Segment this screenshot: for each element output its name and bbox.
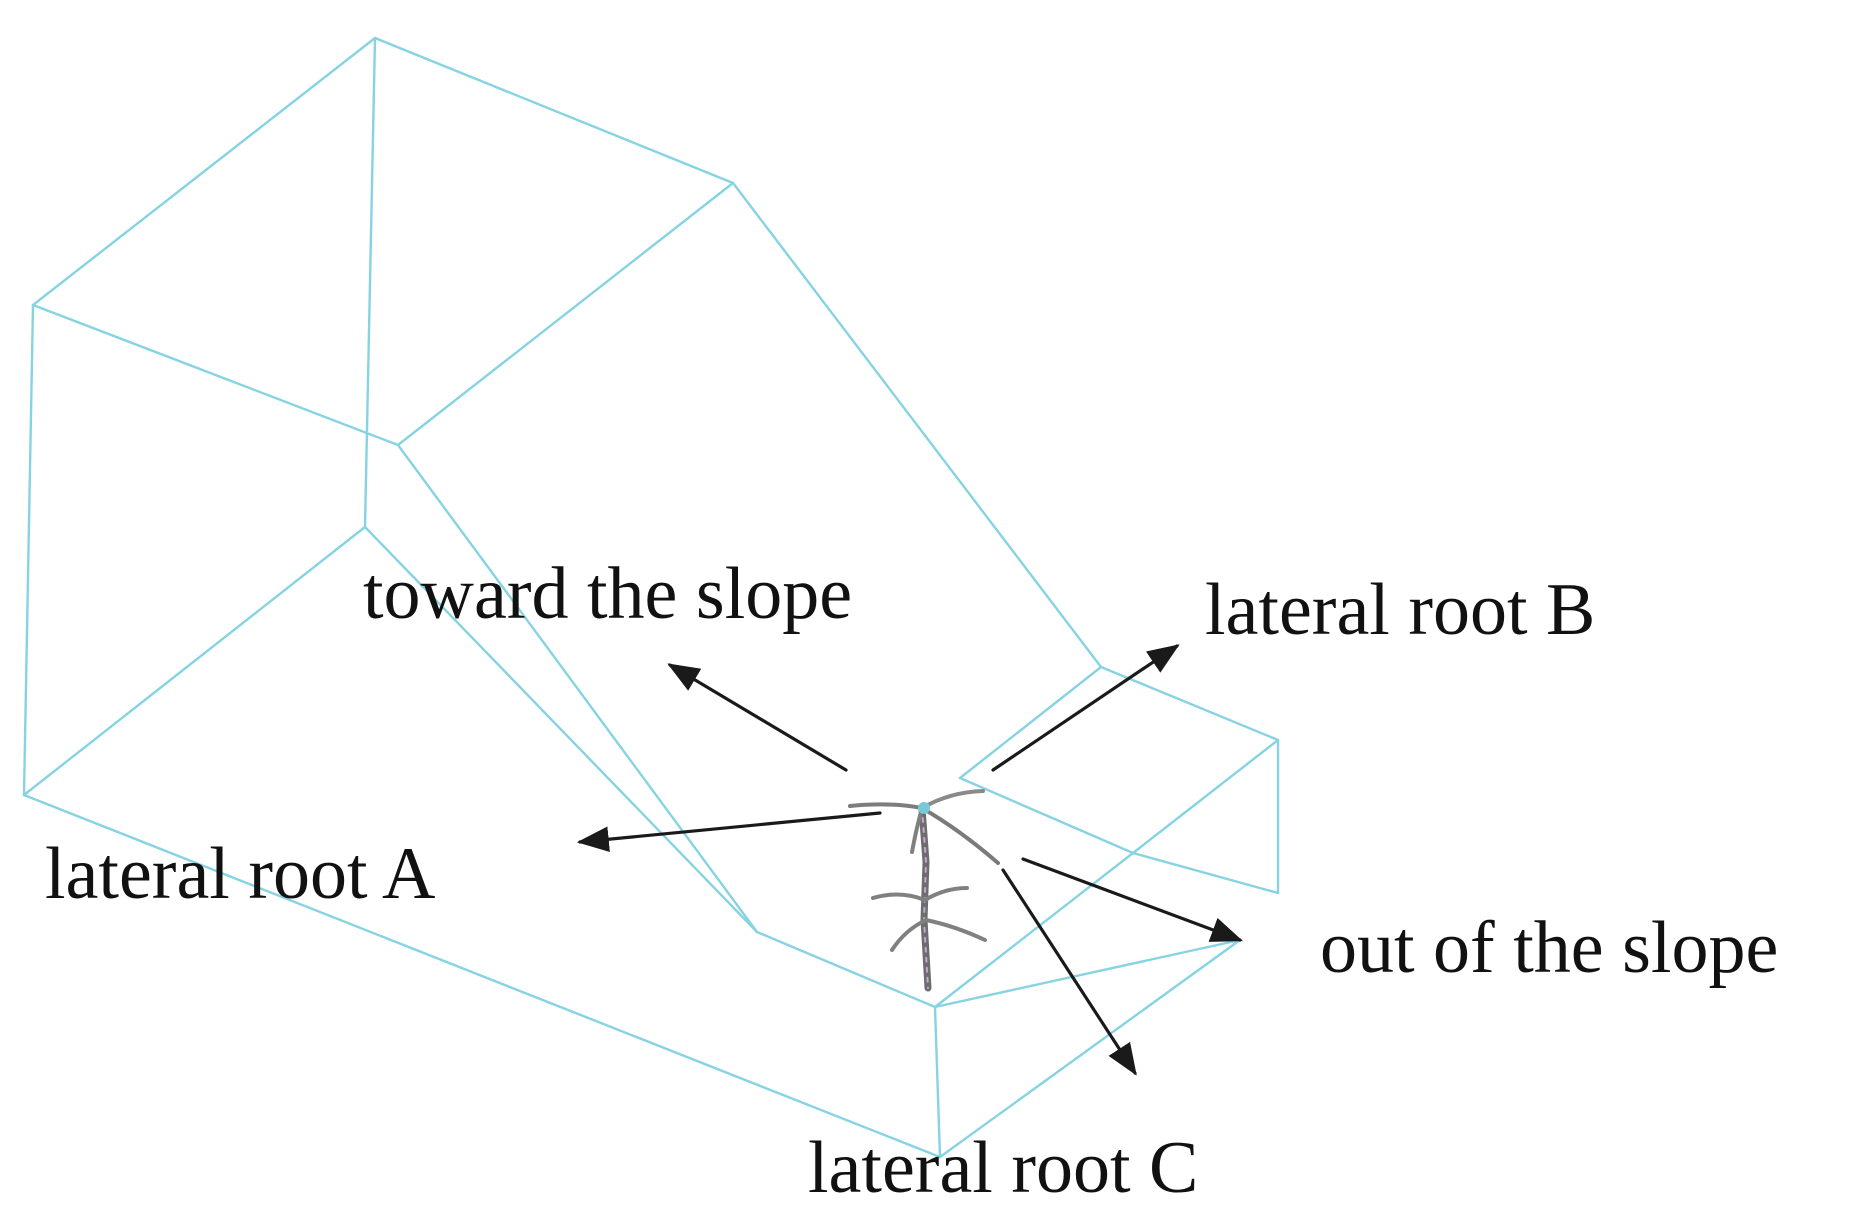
direction-arrows <box>576 644 1243 1076</box>
edge <box>958 665 1103 780</box>
edge <box>1131 851 1280 895</box>
arrow-out-of-slope <box>1021 857 1243 942</box>
edge <box>1131 738 1280 855</box>
lateral-root-b-branch <box>920 789 985 810</box>
label-lateral-root-c: lateral root C <box>808 1127 1198 1209</box>
lateral-root-a-branch <box>848 802 924 810</box>
edge <box>958 776 1135 855</box>
label-out-of-the-slope: out of the slope <box>1320 907 1778 989</box>
edge <box>31 36 377 307</box>
edge <box>396 443 759 934</box>
edge <box>933 938 1242 1009</box>
edge <box>363 525 759 934</box>
edge <box>373 36 735 185</box>
arrow-lateral-root-c <box>1001 868 1137 1076</box>
lateral-branch <box>890 918 928 952</box>
edge <box>933 1005 942 1159</box>
lateral-branch <box>871 892 927 902</box>
arrow-lateral-root-b <box>991 644 1180 772</box>
edge <box>731 181 1103 669</box>
main-root-highlight <box>921 807 929 989</box>
root-collar <box>918 802 930 814</box>
label-toward-the-slope: toward the slope <box>363 553 852 635</box>
root-system <box>848 789 1000 992</box>
edge <box>31 303 400 447</box>
edge <box>22 303 35 797</box>
lateral-root-c-branch <box>920 806 1000 865</box>
arrow-toward-slope <box>667 663 848 772</box>
lateral-branch <box>924 918 987 942</box>
edge <box>938 938 1242 1159</box>
edge <box>22 793 942 1159</box>
edge <box>755 930 937 1009</box>
edge <box>933 851 1135 1009</box>
edge <box>396 181 735 447</box>
lateral-branch <box>923 886 969 902</box>
edge <box>363 36 377 529</box>
label-lateral-root-b: lateral root B <box>1205 569 1595 651</box>
edge <box>22 525 367 797</box>
label-lateral-root-a: lateral root A <box>45 833 435 915</box>
arrow-lateral-root-a <box>576 811 882 852</box>
